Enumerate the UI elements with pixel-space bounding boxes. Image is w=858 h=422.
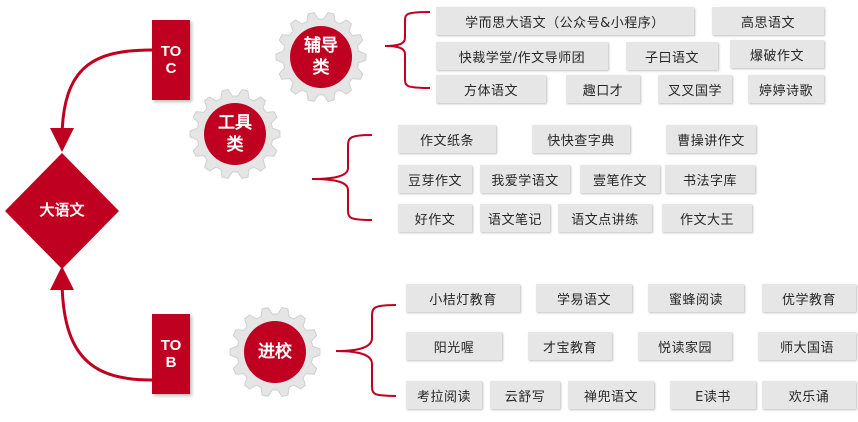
school-item: 才宝教育 bbox=[528, 332, 612, 360]
tools-item: 语文点讲练 bbox=[558, 204, 652, 232]
tob-tag-line2: B bbox=[165, 354, 177, 371]
tob-to-center-arrow bbox=[50, 266, 153, 382]
brace-tutoring bbox=[384, 11, 431, 89]
tools-item: 书法字库 bbox=[665, 165, 755, 193]
school-item: 欢乐诵 bbox=[762, 381, 856, 409]
school-item: 禅兜语文 bbox=[568, 381, 654, 409]
tutoring-item: 叉叉国学 bbox=[658, 75, 732, 103]
tools-item: 我爱学语文 bbox=[480, 165, 570, 193]
school-item: 学易语文 bbox=[536, 284, 632, 312]
center-label: 大语文 bbox=[39, 201, 85, 220]
tutoring-item: 趣口才 bbox=[566, 75, 640, 103]
category-tutoring-line2: 类 bbox=[312, 58, 330, 78]
gear-tools-core bbox=[204, 103, 266, 165]
category-school-label: 进校 bbox=[237, 322, 313, 382]
toc-to-center-arrow bbox=[50, 48, 153, 152]
category-school-line1: 进校 bbox=[258, 341, 292, 362]
category-tools-label: 工具 类 bbox=[197, 104, 273, 164]
tools-item: 曹操讲作文 bbox=[666, 125, 756, 153]
toc-tag-line1: TO bbox=[160, 43, 182, 60]
tutoring-item: 方体语文 bbox=[436, 75, 546, 103]
tools-item: 壹笔作文 bbox=[580, 165, 660, 193]
brace-school bbox=[335, 304, 397, 397]
school-item: 师大国语 bbox=[758, 332, 856, 360]
category-tools-line2: 类 bbox=[226, 135, 244, 155]
gear-school-core bbox=[244, 321, 306, 383]
school-item: 优学教育 bbox=[762, 284, 856, 312]
category-tutoring-line1: 辅导 bbox=[304, 35, 338, 56]
tools-item: 语文笔记 bbox=[480, 204, 550, 232]
tutoring-item: 学而思大语文（公众号&小程序） bbox=[436, 7, 694, 35]
tutoring-item: 爆破作文 bbox=[730, 40, 824, 68]
school-item: 阳光喔 bbox=[406, 332, 502, 360]
school-item: E读书 bbox=[670, 381, 756, 409]
center-diamond bbox=[5, 153, 119, 269]
brace-tools bbox=[311, 134, 373, 221]
category-tutoring-label: 辅导 类 bbox=[283, 27, 359, 87]
tools-item: 快快查字典 bbox=[532, 125, 630, 153]
gear-tutoring-core bbox=[290, 26, 352, 88]
tools-item: 作文大王 bbox=[662, 204, 752, 232]
tools-item: 好作文 bbox=[398, 204, 472, 232]
tob-tag: TO B bbox=[152, 314, 190, 394]
tutoring-item: 子曰语文 bbox=[626, 42, 718, 70]
school-item: 考拉阅读 bbox=[406, 381, 482, 409]
school-item: 云舒写 bbox=[490, 381, 560, 409]
toc-tag-line2: C bbox=[165, 60, 177, 77]
tutoring-item: 婷婷诗歌 bbox=[748, 75, 824, 103]
school-item: 悦读家园 bbox=[638, 332, 732, 360]
tutoring-item: 快裁学堂/作文导师团 bbox=[436, 42, 608, 70]
tob-tag-line1: TO bbox=[160, 337, 182, 354]
tutoring-item: 高思语文 bbox=[712, 7, 824, 35]
tools-item: 豆芽作文 bbox=[398, 165, 472, 193]
tools-item: 作文纸条 bbox=[398, 125, 496, 153]
toc-tag: TO C bbox=[152, 20, 190, 100]
school-item: 小桔灯教育 bbox=[406, 284, 520, 312]
category-tools-line1: 工具 bbox=[218, 112, 252, 133]
school-item: 蜜蜂阅读 bbox=[648, 284, 744, 312]
